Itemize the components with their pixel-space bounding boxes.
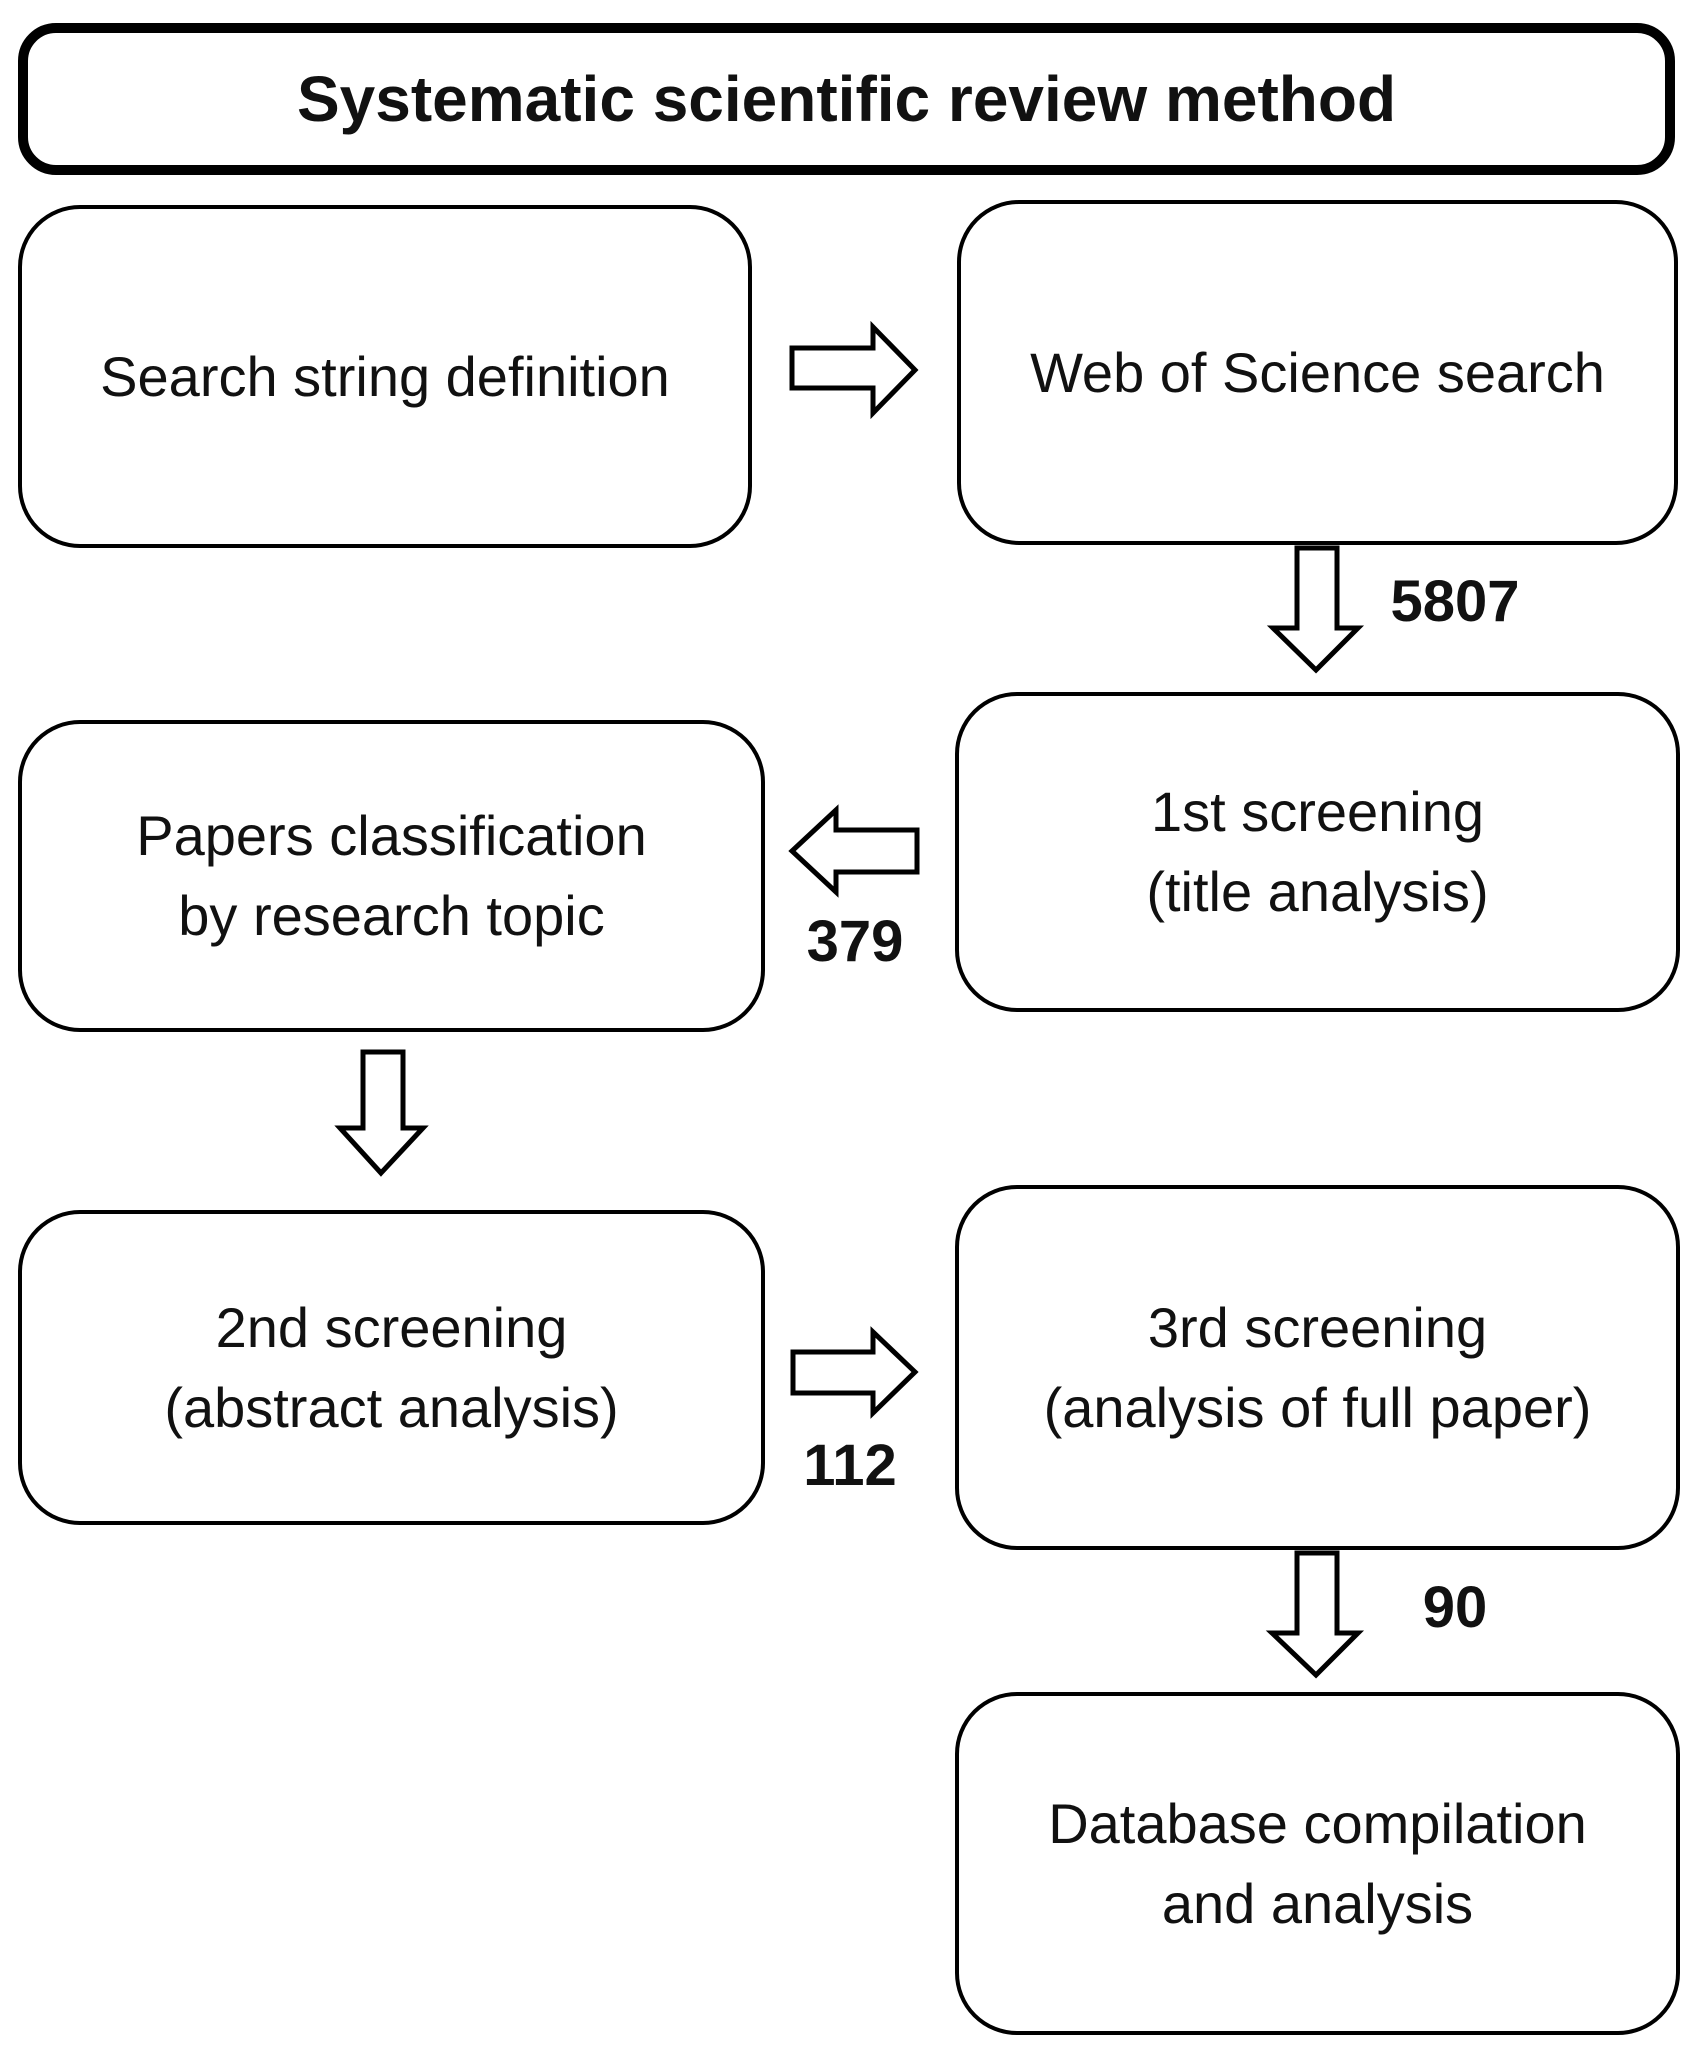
right-arrow-icon [789,320,919,420]
diagram-title-box: Systematic scientific review method [18,23,1675,175]
count-after-first-screening: 379 [806,909,904,974]
connector-screening3-to-database [1265,1550,1365,1679]
right-arrow-icon [790,1326,919,1419]
count-after-second-screening: 112 [803,1433,897,1498]
connector-screening2-to-screening3 [790,1326,919,1419]
step-web-of-science-search: Web of Science search [957,200,1678,545]
step-papers-classification: Papers classification by research topic [18,720,765,1032]
step-search-string-definition: Search string definition [18,205,752,548]
connector-search-to-wos [789,320,919,420]
connector-classification-to-screening2 [334,1049,429,1177]
step-third-screening: 3rd screening (analysis of full paper) [955,1185,1680,1550]
count-wos-results: 5807 [1390,569,1520,634]
step-label: 2nd screening (abstract analysis) [164,1295,619,1439]
down-arrow-icon [1266,545,1365,674]
connector-screening1-to-classification [788,804,920,898]
down-arrow-icon [1265,1550,1365,1679]
count-after-third-screening: 90 [1422,1575,1488,1640]
left-arrow-icon [788,804,920,898]
step-label: Database compilation and analysis [1048,1791,1587,1935]
step-label: 3rd screening (analysis of full paper) [1043,1295,1592,1439]
step-database-compilation: Database compilation and analysis [955,1692,1680,2035]
step-label: Papers classification by research topic [136,804,647,947]
step-label: Search string definition [100,344,670,408]
step-label: 1st screening (title analysis) [1146,780,1489,923]
step-second-screening: 2nd screening (abstract analysis) [18,1210,765,1525]
step-label: Web of Science search [1030,340,1605,404]
step-first-screening: 1st screening (title analysis) [955,692,1680,1012]
down-arrow-icon [334,1049,429,1177]
diagram-title: Systematic scientific review method [296,63,1397,135]
connector-wos-to-screening1 [1266,545,1365,674]
